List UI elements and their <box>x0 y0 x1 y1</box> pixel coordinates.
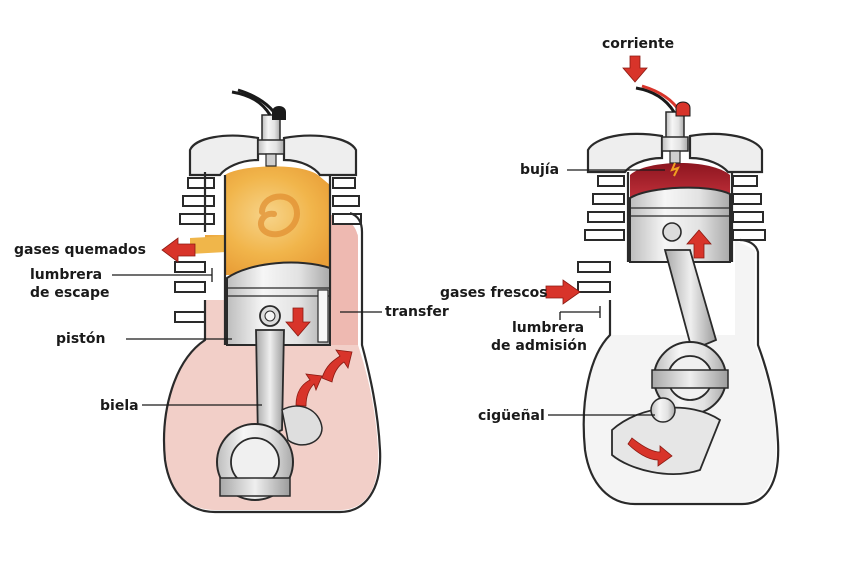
left-transfer-passage <box>330 215 358 345</box>
right-crankshaft-journal <box>650 397 676 423</box>
left-cooling-fins-right <box>332 177 362 225</box>
label-connecting-rod: biela <box>100 398 139 414</box>
right-current-arrow <box>622 55 648 83</box>
right-cooling-fins-left <box>577 175 625 293</box>
right-cooling-fins-right <box>732 175 766 241</box>
left-transfer-flow-arrow <box>321 349 353 383</box>
right-cylinder-head-right <box>688 132 764 174</box>
right-crank-rotation-arrow <box>627 437 673 467</box>
right-piston-up-arrow <box>686 229 712 259</box>
left-spark-plug <box>231 88 286 167</box>
label-exhaust-gases: gases quemados <box>14 242 146 258</box>
label-spark-plug: bujía <box>520 162 559 178</box>
label-exhaust-port-line2: de escape <box>30 285 109 301</box>
right-engine-outline <box>582 238 780 506</box>
label-exhaust-port-line1: lumbrera <box>30 267 102 283</box>
left-transfer-port-flap <box>317 289 329 343</box>
right-crankshaft <box>611 406 722 475</box>
label-intake-port-line1: lumbrera <box>512 320 584 336</box>
right-cylinder-wall <box>626 172 734 262</box>
left-cylinder-head <box>188 134 260 177</box>
left-exhaust-flow <box>190 236 226 254</box>
left-connecting-rod <box>216 329 323 501</box>
right-spark-icon <box>670 162 680 177</box>
left-piston-down-arrow <box>285 307 311 337</box>
right-connecting-rod <box>651 249 729 415</box>
label-intake-port-line2: de admisión <box>491 338 587 354</box>
right-spark-plug <box>635 84 691 177</box>
left-combustion-chamber <box>205 166 330 275</box>
left-exhaust-arrow <box>161 237 196 263</box>
right-engine: corriente bujía gases frescos lumbrera d… <box>440 36 780 506</box>
left-crankcase-flow-arrow <box>295 373 323 407</box>
label-piston: pistón <box>56 331 105 347</box>
left-flame-swirl <box>257 193 300 238</box>
right-fresh-gases-arrow <box>545 279 581 305</box>
left-engine: gases quemados lumbrera de escape pistón… <box>14 88 449 514</box>
left-engine-outline <box>163 172 382 514</box>
label-current: corriente <box>602 36 674 52</box>
label-fresh-gases: gases frescos <box>440 285 548 301</box>
label-transfer: transfer <box>385 304 449 320</box>
label-crankshaft: cigüeñal <box>478 408 545 424</box>
left-cylinder-head-right <box>282 134 358 177</box>
